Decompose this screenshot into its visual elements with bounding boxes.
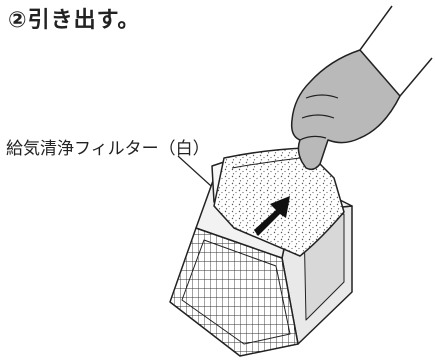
pull-arrow-icon: [254, 196, 290, 236]
filter-label: 給気清浄フィルター（白）: [6, 139, 210, 159]
step-title: ②引き出す。: [8, 8, 141, 33]
gloved-hand-icon: [290, 5, 433, 171]
